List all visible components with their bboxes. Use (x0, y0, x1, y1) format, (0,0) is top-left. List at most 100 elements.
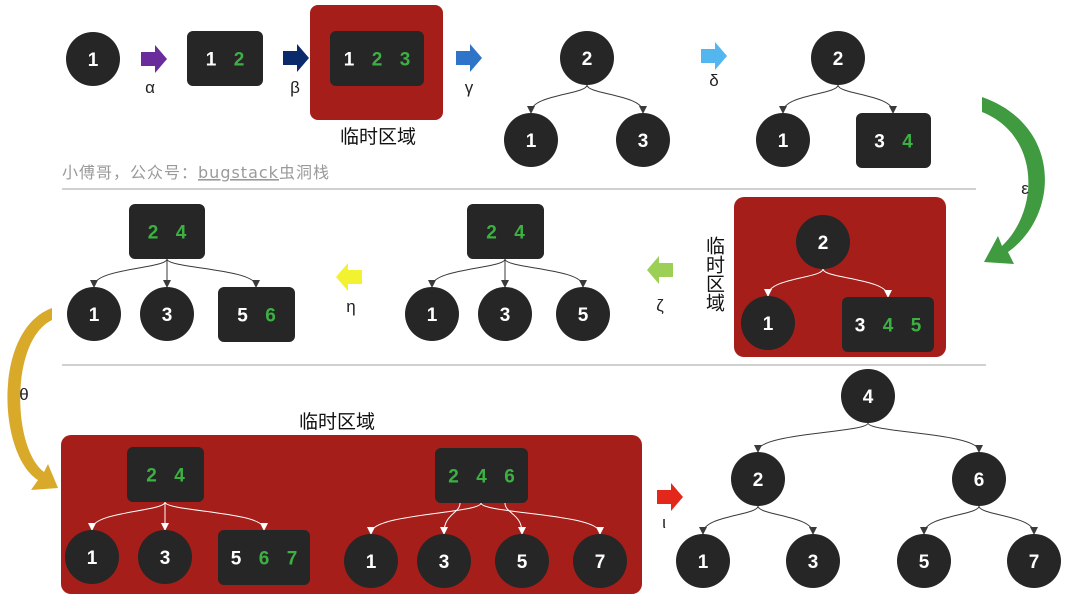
step-arrow-theta (7, 308, 58, 490)
node-circle: 5 (897, 534, 951, 588)
node-key-new: 2 (146, 466, 157, 487)
step-label-iota: ι (662, 513, 666, 532)
node-key: 6 (974, 470, 985, 491)
step-arrow-zeta (647, 256, 673, 284)
node-key-new: 4 (176, 223, 187, 244)
node-box: 3 4 (856, 113, 931, 168)
node-key: 1 (366, 552, 377, 573)
tree-edge (764, 268, 824, 297)
node-circle: 6 (952, 452, 1006, 506)
tree-edge (757, 505, 817, 535)
node-circle: 3 (138, 530, 192, 584)
node-box: 5 6 (218, 287, 295, 342)
node-key: 1 (763, 314, 774, 335)
node-key: 1 (698, 552, 709, 573)
tree-edge (779, 84, 839, 114)
tree-edge (527, 84, 588, 114)
node-key: 2 (833, 49, 844, 70)
node-key: 5 (231, 549, 242, 570)
step-label-theta: θ (19, 385, 28, 404)
step-label-epsilon: ε (1021, 179, 1029, 198)
step-arrow-eta (336, 263, 362, 291)
node-box-root: 2 4 (467, 204, 544, 259)
node-key: 7 (1029, 552, 1040, 573)
node-key: 1 (88, 50, 99, 71)
tree-edge (822, 268, 892, 298)
node-circle: 5 (556, 287, 610, 341)
node-key: 3 (162, 305, 173, 326)
node-key-new: 2 (148, 223, 159, 244)
tree-edge (367, 502, 482, 535)
tree-edge (504, 502, 526, 535)
node-key: 3 (874, 132, 885, 153)
node-key: 3 (808, 552, 819, 573)
node-key: 3 (439, 552, 450, 573)
step-label-beta: β (290, 78, 300, 97)
node-key: 1 (344, 50, 355, 71)
node-key-new: 5 (911, 316, 922, 337)
node-key: 3 (500, 305, 511, 326)
node-circle: 1 (504, 113, 558, 167)
node-circle: 7 (1007, 534, 1061, 588)
node-key: 1 (89, 305, 100, 326)
node-key: 3 (638, 131, 649, 152)
node-box-root: 2 4 6 (435, 448, 528, 503)
node-key: 2 (582, 49, 593, 70)
node-circle: 5 (495, 534, 549, 588)
node-circle: 3 (786, 534, 840, 588)
node-box-root: 2 4 (129, 204, 205, 259)
node-circle: 1 (65, 530, 119, 584)
node-box-overflow: 1 2 3 (330, 31, 424, 86)
tree-edge (978, 505, 1038, 535)
tree-edge (440, 502, 461, 535)
step-arrow-delta (701, 42, 727, 70)
step-label-alpha: α (145, 78, 155, 97)
node-key-new: 6 (265, 306, 276, 327)
tree-edge (837, 84, 897, 114)
node-key-new: 6 (504, 467, 515, 488)
node-box-overflow: 3 4 5 (842, 297, 934, 352)
node-key: 1 (526, 131, 537, 152)
tree-edges (88, 84, 1038, 535)
node-key-new: 2 (372, 50, 383, 71)
node-circle-root: 2 (811, 31, 865, 85)
node-circle: 1 (66, 32, 120, 86)
node-circle-root: 4 (841, 369, 895, 423)
node-key-new: 2 (448, 467, 459, 488)
node-key: 5 (517, 552, 528, 573)
node-circle-root: 2 (560, 31, 614, 85)
tree-edge (480, 502, 604, 535)
node-key: 4 (863, 387, 874, 408)
tree-edge (920, 505, 980, 535)
tree-edge (88, 501, 166, 531)
node-box-root: 2 4 (127, 447, 204, 502)
step-arrow-iota (657, 483, 683, 511)
node-key-new: 2 (234, 50, 245, 71)
node-key: 1 (206, 50, 217, 71)
step-arrows (7, 42, 1045, 511)
node-circle: 3 (140, 287, 194, 341)
temp-region-2-title-vertical: 临时区域 (703, 236, 725, 312)
temp-region-3-title: 临时区域 (299, 411, 375, 433)
node-key-new: 4 (514, 223, 525, 244)
node-key-new: 4 (174, 466, 185, 487)
node-circle: 2 (731, 452, 785, 506)
tree-edge (90, 258, 168, 288)
node-key-new: 2 (486, 223, 497, 244)
node-key: 5 (919, 552, 930, 573)
watermark-brand: bugstack (198, 163, 279, 182)
step-label-gamma: γ (465, 78, 474, 97)
tree-edge (867, 422, 983, 453)
node-key: 1 (778, 131, 789, 152)
node-key: 2 (818, 233, 829, 254)
watermark: 小傅哥，公众号：bugstack虫洞栈 (62, 163, 330, 182)
node-key: 1 (87, 548, 98, 569)
node-key-new: 3 (400, 50, 411, 71)
tree-edge (586, 84, 647, 114)
tree-edge (164, 501, 268, 531)
node-key: 3 (855, 316, 866, 337)
node-box-overflow: 5 6 7 (218, 530, 310, 585)
node-key-new: 4 (476, 467, 487, 488)
tree-edge (699, 505, 759, 535)
node-circle: 3 (417, 534, 471, 588)
